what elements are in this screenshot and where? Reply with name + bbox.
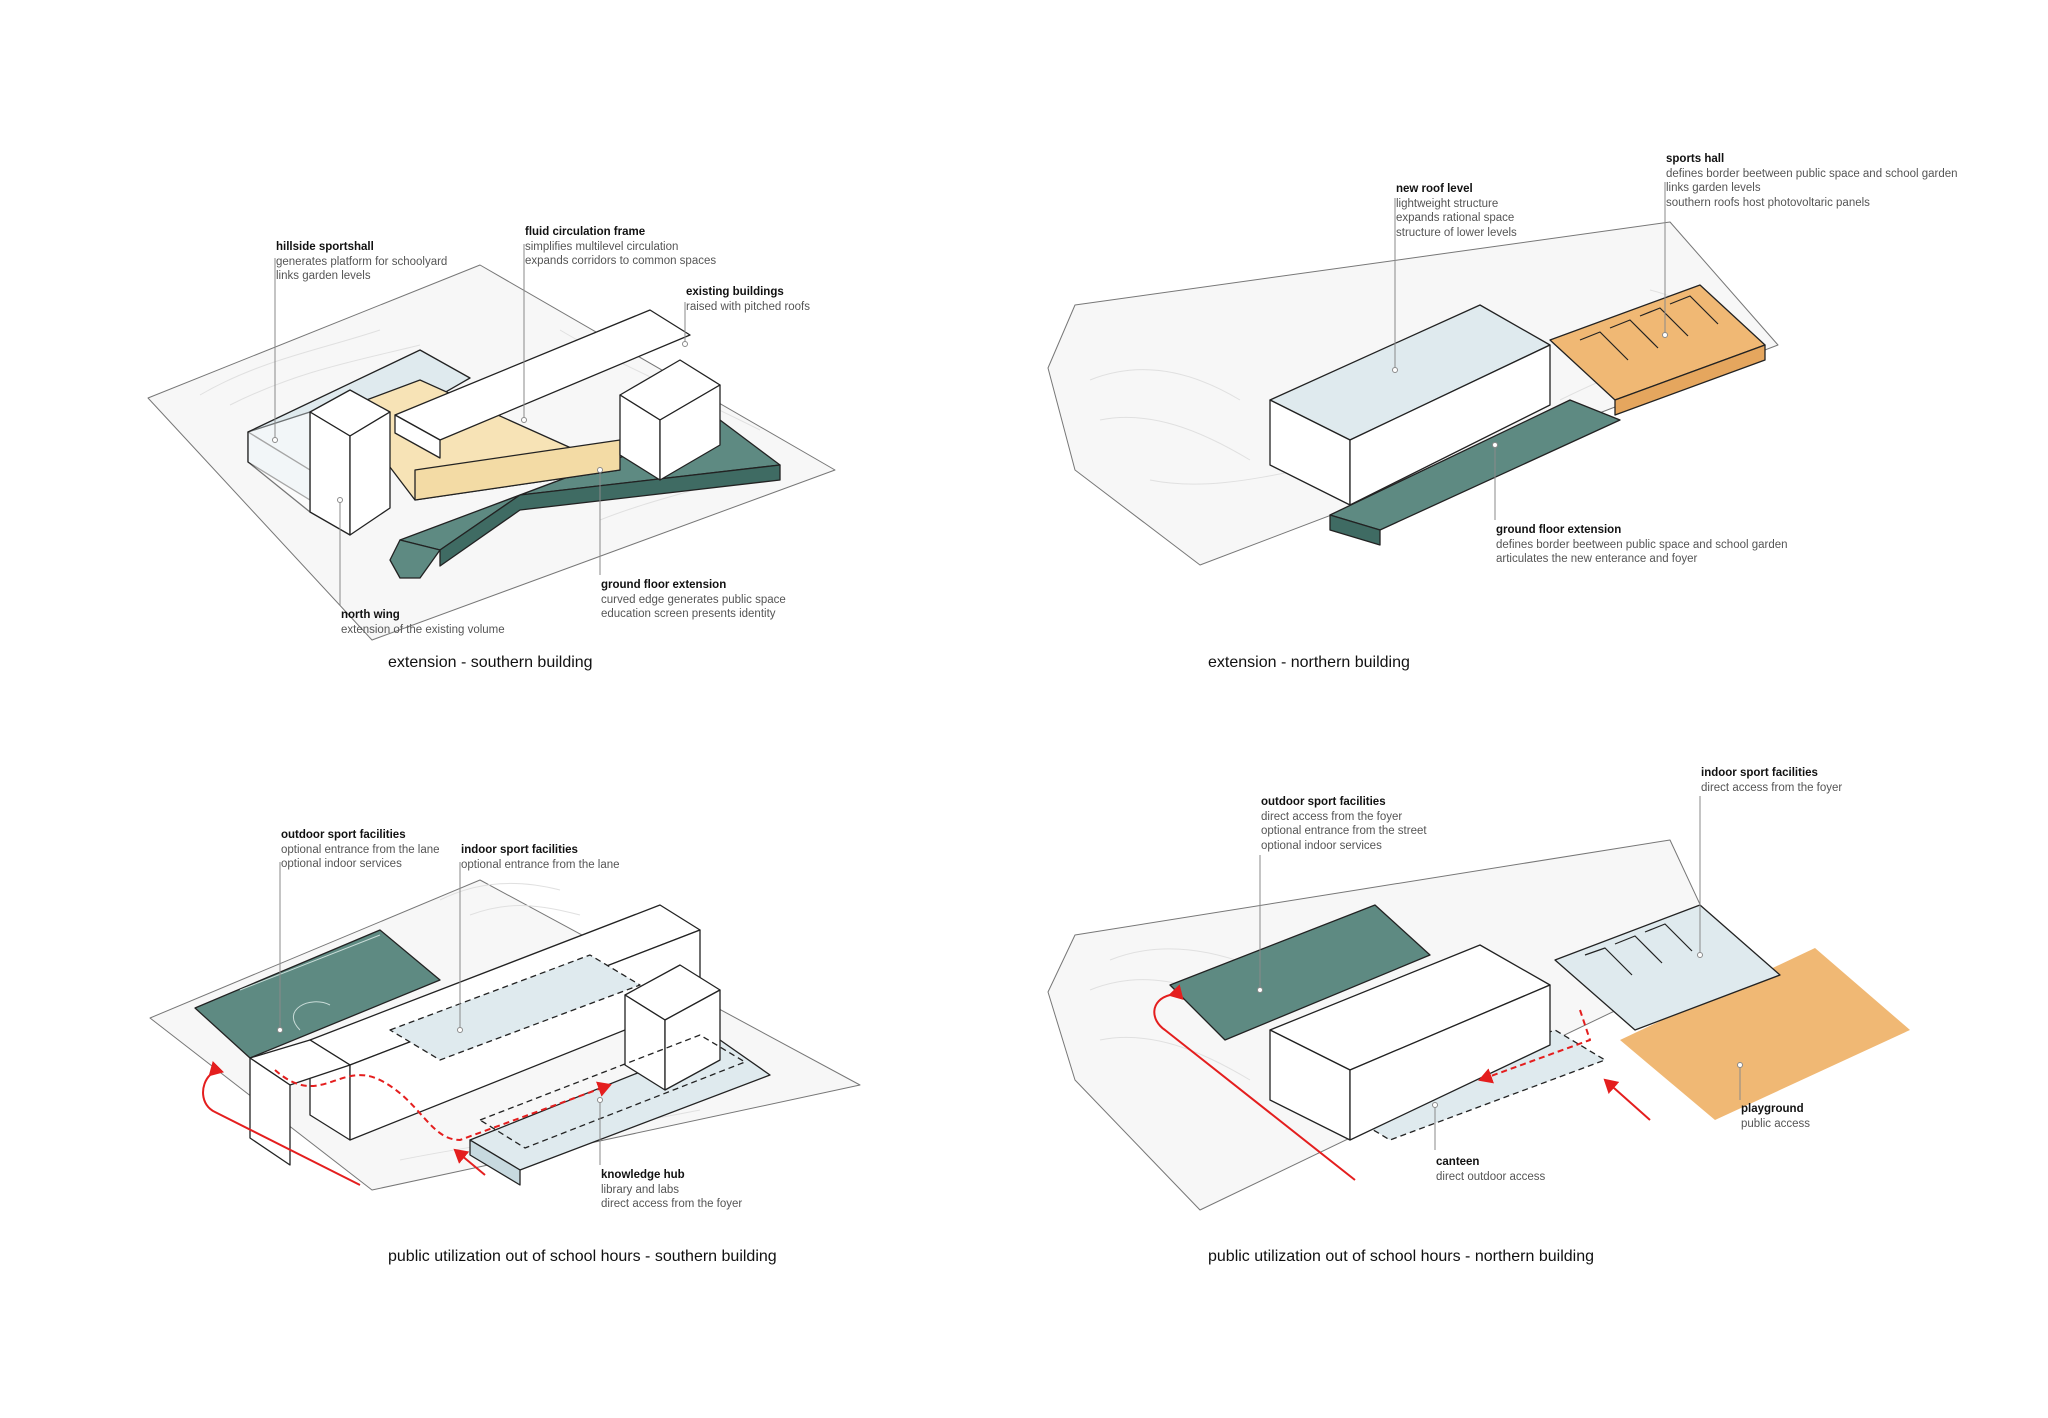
annotation-existing-buildings: existing buildings raised with pitched r… [686, 285, 810, 314]
annotation-line: library and labs [601, 1183, 679, 1196]
annotation-title: ground floor extension [601, 579, 727, 591]
annotation-title: new roof level [1396, 183, 1473, 195]
annotation-outdoor-sport-facilities: outdoor sport facilities direct access f… [1261, 795, 1427, 853]
internal-route [1478, 1009, 1591, 1084]
public-route-indoor [1603, 1078, 1651, 1121]
internal-route [274, 1069, 612, 1141]
annotation-line: direct access from the foyer [1261, 810, 1403, 823]
caption-southern-extension: extension - southern building [388, 654, 593, 671]
annotation-line: education screen presents identity [601, 608, 776, 620]
annotation-line: optional indoor services [281, 858, 402, 870]
annotation-line: optional entrance from the lane [461, 858, 620, 871]
annotation-knowledge-hub: knowledge hub library and labs direct ac… [601, 1168, 742, 1212]
annotation-line: lightweight structure [1396, 197, 1499, 210]
annotation-sports-hall: sports hall defines border beetween publ… [1666, 152, 1958, 210]
annotation-line: expands rational space [1396, 212, 1515, 224]
annotation-line: southern roofs host photovoltaric panels [1666, 196, 1870, 209]
annotation-line: extension of the existing volume [341, 623, 505, 636]
annotation-line: direct outdoor access [1436, 1170, 1546, 1183]
playground [1620, 948, 1910, 1120]
caption-northern-public-use: public utilization out of school hours -… [1208, 1248, 1595, 1265]
annotation-line: optional indoor services [1261, 839, 1382, 852]
annotation-line: optional entrance from the lane [281, 843, 440, 856]
annotation-title: indoor sport facilities [1701, 767, 1818, 779]
annotation-ground-floor-extension: ground floor extension defines border be… [1496, 523, 1788, 567]
annotation-hillside-sportshall: hillside sportshall generates platform f… [276, 240, 447, 284]
panel-southern-public-use [149, 879, 861, 1191]
annotation-line: generates platform for schoolyard [276, 255, 448, 268]
annotation-fluid-circulation-frame: fluid circulation frame simplifies multi… [525, 225, 716, 269]
caption-northern-extension: extension - northern building [1208, 654, 1410, 671]
public-route-indoor [453, 1148, 486, 1176]
public-route-outdoor [1153, 984, 1356, 1181]
annotation-title: ground floor extension [1496, 524, 1622, 536]
annotation-line: links garden levels [1666, 182, 1761, 194]
annotation-title: existing buildings [686, 286, 784, 298]
annotation-title: sports hall [1666, 153, 1725, 165]
ground-floor-extension-edge [439, 464, 781, 567]
outdoor-sport-facilities [1169, 904, 1431, 1041]
annotation-title: outdoor sport facilities [1261, 796, 1386, 808]
panel-northern-extension [1047, 221, 1779, 566]
annotation-title: hillside sportshall [276, 241, 374, 253]
annotation-title: north wing [341, 609, 400, 621]
annotation-title: fluid circulation frame [525, 226, 646, 238]
outdoor-sport-facilities [194, 929, 441, 1059]
annotation-line: direct access from the foyer [601, 1198, 743, 1210]
annotation-line: links garden levels [276, 270, 371, 282]
annotation-line: simplifies multilevel circulation [525, 240, 679, 253]
annotation-line: direct access from the foyer [1701, 781, 1843, 794]
annotation-new-roof-level: new roof level lightweight structure exp… [1396, 182, 1517, 240]
annotation-line: curved edge generates public space [601, 593, 786, 606]
annotation-indoor-sport-facilities: indoor sport facilities optional entranc… [461, 843, 620, 872]
caption-southern-public-use: public utilization out of school hours -… [388, 1248, 777, 1265]
annotation-line: public access [1741, 1117, 1811, 1130]
annotation-line: defines border beetween public space and… [1666, 167, 1958, 180]
annotation-title: playground [1741, 1103, 1804, 1115]
public-route-outdoor [202, 1060, 361, 1186]
annotation-canteen: canteen direct outdoor access [1436, 1155, 1545, 1184]
annotation-line: raised with pitched roofs [686, 300, 811, 313]
panel-southern-extension [147, 264, 836, 641]
panel-northern-public-use [1047, 839, 1910, 1211]
annotation-indoor-sport-facilities: indoor sport facilities direct access fr… [1701, 766, 1842, 795]
indoor-sport-facilities [389, 954, 641, 1061]
knowledge-hub [479, 1034, 746, 1149]
indoor-sport-facilities [1554, 904, 1781, 1031]
sports-hall-steps [1584, 923, 1693, 976]
annotation-title: knowledge hub [601, 1169, 685, 1181]
annotation-line: expands corridors to common spaces [525, 255, 717, 267]
annotation-line: articulates the new enterance and foyer [1496, 553, 1698, 565]
sports-hall-steps [1579, 295, 1719, 361]
annotation-line: structure of lower levels [1396, 226, 1517, 239]
annotation-playground: playground public access [1741, 1102, 1810, 1131]
leader-lines [272, 182, 1743, 1165]
annotation-line: defines border beetween public space and… [1496, 538, 1788, 551]
annotation-line: optional entrance from the street [1261, 825, 1427, 837]
annotation-north-wing: north wing extension of the existing vol… [341, 608, 505, 637]
annotation-ground-floor-extension: ground floor extension curved edge gener… [601, 578, 786, 622]
annotation-title: outdoor sport facilities [281, 829, 406, 841]
annotation-outdoor-sport-facilities: outdoor sport facilities optional entran… [281, 828, 440, 872]
annotation-title: indoor sport facilities [461, 844, 578, 856]
annotation-title: canteen [1436, 1156, 1480, 1168]
